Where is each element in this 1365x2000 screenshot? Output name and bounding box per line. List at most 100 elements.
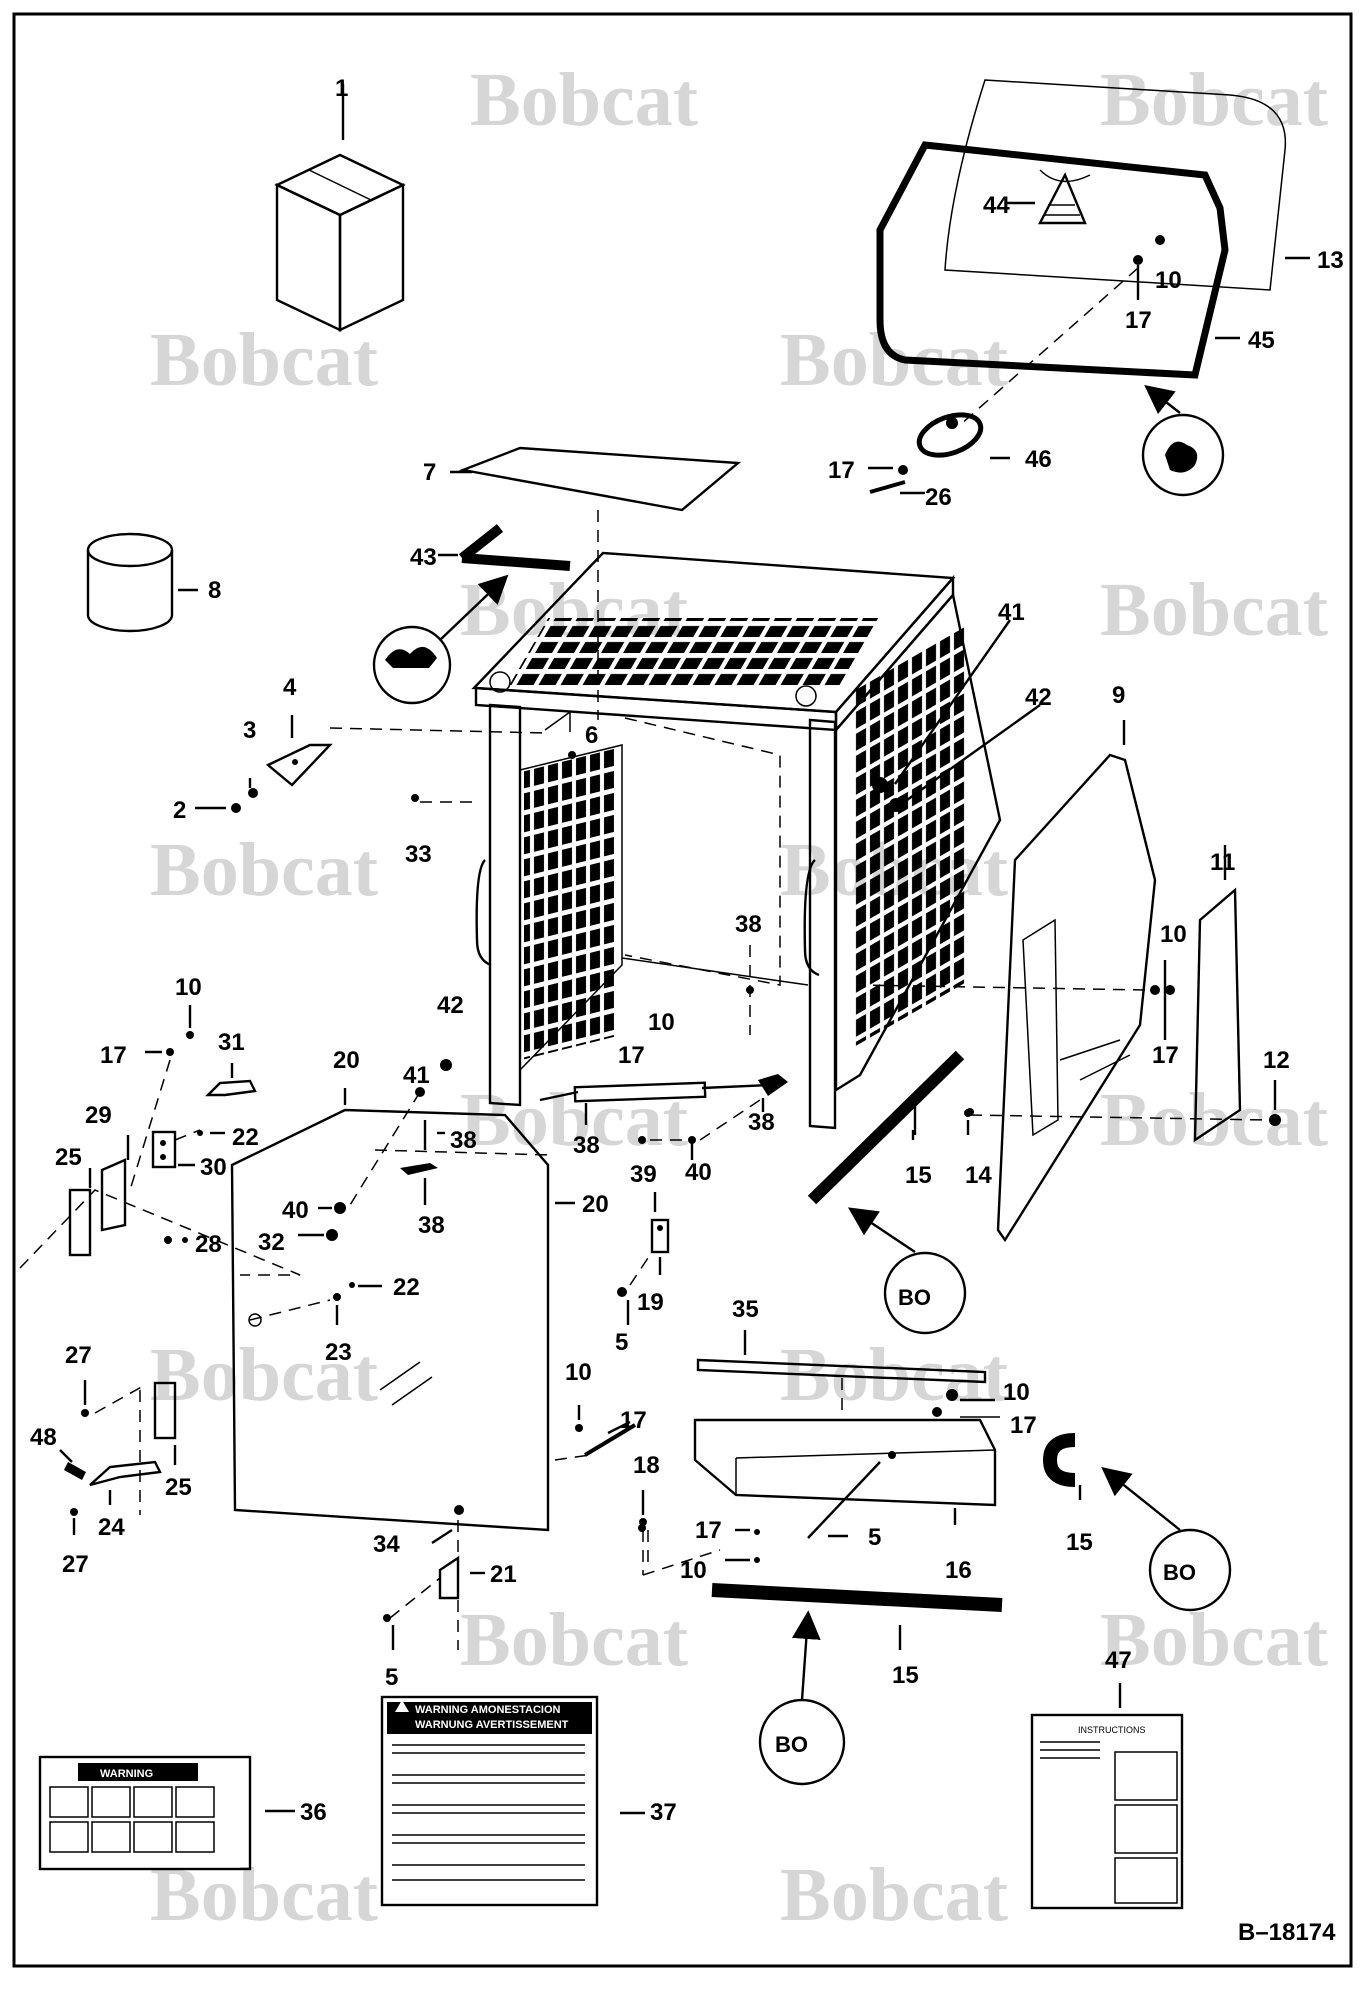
part-25-lower-latch xyxy=(59,1380,177,1535)
callout: 17 xyxy=(1010,1412,1037,1439)
svg-text:BO: BO xyxy=(898,1285,931,1310)
part-25-latch-top xyxy=(19,1168,301,1276)
callout: 20 xyxy=(582,1191,609,1218)
callout: 17 xyxy=(1152,1042,1179,1069)
watermark: Bobcat xyxy=(1100,568,1328,652)
part-46-ring xyxy=(868,412,1010,495)
callout: 41 xyxy=(403,1062,430,1089)
callout: 46 xyxy=(1025,446,1052,473)
callout: 17 xyxy=(695,1517,722,1544)
callout: 10 xyxy=(175,974,202,1001)
callout: 30 xyxy=(200,1154,227,1181)
callout: 38 xyxy=(735,911,762,938)
callout: 16 xyxy=(945,1557,972,1584)
callout: 7 xyxy=(423,459,436,486)
part-47-decal: INSTRUCTIONS xyxy=(1030,1683,1184,1910)
callout: 12 xyxy=(1263,1047,1290,1074)
callout: 42 xyxy=(1025,684,1052,711)
callout: 17 xyxy=(620,1407,647,1434)
part-35-strip xyxy=(696,1330,987,1410)
callout: 36 xyxy=(300,1799,327,1826)
callout: 32 xyxy=(258,1229,285,1256)
callout: 8 xyxy=(208,577,221,604)
callout: 40 xyxy=(282,1197,309,1224)
callout: 15 xyxy=(1066,1529,1093,1556)
callout: 39 xyxy=(630,1161,657,1188)
callout: 13 xyxy=(1317,247,1344,274)
watermark: Bobcat xyxy=(1100,58,1328,142)
callout: 1 xyxy=(335,75,348,102)
watermark: Bobcat xyxy=(780,1853,1008,1937)
decal-37-line2: WARNUNG AVERTISSEMENT xyxy=(415,1719,569,1731)
callout: 17 xyxy=(100,1042,127,1069)
part-8-filter xyxy=(86,532,198,633)
part-37-decal: WARNING AMONESTACION WARNUNG AVERTISSEME… xyxy=(380,1695,645,1907)
part-19-striker xyxy=(617,1192,670,1325)
watermark: Bobcat xyxy=(1100,1598,1328,1682)
watermark: Bobcat xyxy=(150,1333,378,1417)
callout: 5 xyxy=(868,1524,881,1551)
decal-37-line1: WARNING AMONESTACION xyxy=(415,1704,560,1716)
callout: 38 xyxy=(418,1212,445,1239)
decal-36-title: WARNING xyxy=(100,1768,153,1780)
callout: 24 xyxy=(98,1514,125,1541)
callout: 45 xyxy=(1248,327,1275,354)
part-10-17-door-lower xyxy=(554,1405,637,1461)
callout: 5 xyxy=(385,1664,398,1691)
callout: 43 xyxy=(410,544,437,571)
part-28-screw xyxy=(164,1236,188,1244)
callout: 44 xyxy=(983,192,1010,219)
part-9-side-window xyxy=(996,720,1157,1243)
callout: 47 xyxy=(1105,1647,1132,1674)
callout: 31 xyxy=(218,1029,245,1056)
callout: 22 xyxy=(232,1124,259,1151)
part-30-plate xyxy=(151,1129,225,1169)
svg-text:BO: BO xyxy=(1163,1560,1196,1585)
part-4-bracket xyxy=(195,715,546,813)
part-1-box xyxy=(274,84,406,332)
callout: 10 xyxy=(1003,1379,1030,1406)
callout: 27 xyxy=(65,1342,92,1369)
part-18-screw xyxy=(638,1524,649,1570)
callout: 18 xyxy=(633,1452,660,1479)
callout: 29 xyxy=(85,1102,112,1129)
watermark: Bobcat xyxy=(460,1598,688,1682)
part-15-seal-corner: BO xyxy=(1042,1433,1232,1612)
part-38-gas-spring xyxy=(374,945,788,1205)
callout: 10 xyxy=(680,1557,707,1584)
part-40-32-washers xyxy=(298,1099,761,1241)
callout: 26 xyxy=(925,484,952,511)
callout: 21 xyxy=(490,1561,517,1588)
watermark: Bobcat xyxy=(1100,1078,1328,1162)
callout: 4 xyxy=(283,674,297,701)
callout: 38 xyxy=(573,1132,600,1159)
part-21-hinge xyxy=(383,1520,485,1650)
watermark: Bobcat xyxy=(150,318,378,402)
callout-labels: 1 2 3 4 5 5 5 6 7 8 9 10 10 10 10 10 10 … xyxy=(30,75,1344,1826)
decal-47-title: INSTRUCTIONS xyxy=(1078,1725,1146,1735)
callout: 48 xyxy=(30,1424,57,1451)
callout: 9 xyxy=(1112,682,1125,709)
callout: 10 xyxy=(1155,267,1182,294)
callout: 25 xyxy=(55,1144,82,1171)
part-7-roof-plate xyxy=(450,446,742,720)
part-16-sill xyxy=(693,1418,997,1525)
callout: 17 xyxy=(828,457,855,484)
callout: 22 xyxy=(393,1274,420,1301)
callout: 34 xyxy=(373,1531,400,1558)
part-36-decal: WARNING xyxy=(38,1755,295,1871)
callout: 37 xyxy=(650,1799,677,1826)
watermark: Bobcat xyxy=(150,828,378,912)
part-13-rear-glass xyxy=(876,79,1310,497)
part-20-door xyxy=(230,1088,575,1545)
callout: 27 xyxy=(62,1551,89,1578)
callout: 11 xyxy=(1210,849,1235,876)
callout: 20 xyxy=(333,1047,360,1074)
callout: 15 xyxy=(892,1662,919,1689)
part-15-seal-right: BO xyxy=(807,1050,972,1335)
callout: 33 xyxy=(405,841,432,868)
part-14-screw xyxy=(966,1108,974,1116)
callout: 23 xyxy=(325,1339,352,1366)
part-41-42-right xyxy=(894,619,1041,806)
